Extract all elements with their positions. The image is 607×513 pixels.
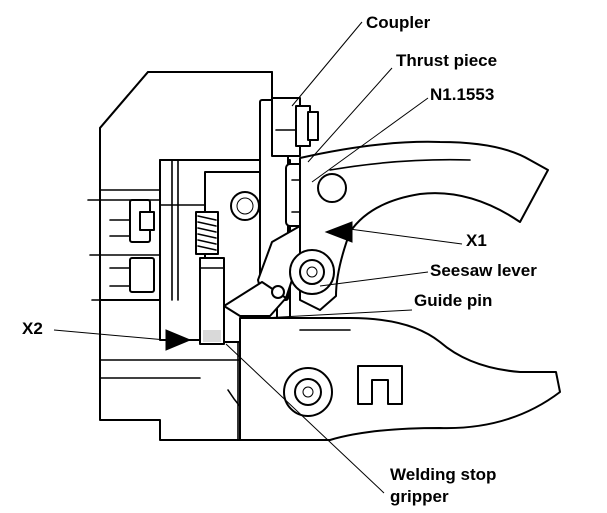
label-welding-stop-gripper-1: Welding stop: [390, 465, 496, 484]
label-part-number: N1.1553: [430, 85, 494, 104]
coupler-part: [271, 97, 319, 157]
spring: [195, 211, 219, 255]
leader-lines: [53, 21, 463, 494]
jaw-lower: [239, 317, 561, 441]
carriage-bolt: [230, 191, 260, 221]
label-x2: X2: [22, 319, 43, 338]
jaw-upper: [289, 140, 549, 311]
label-guide-pin: Guide pin: [414, 291, 492, 310]
callout-labels: Coupler Thrust piece N1.1553 X1 Seesaw l…: [22, 13, 537, 506]
label-welding-stop-gripper-2: gripper: [390, 487, 449, 506]
label-x1: X1: [466, 231, 487, 250]
x1-arrow: [324, 221, 353, 243]
label-seesaw-lever: Seesaw lever: [430, 261, 537, 280]
guide-pin-part: [199, 257, 225, 345]
label-coupler: Coupler: [366, 13, 431, 32]
label-thrust-piece: Thrust piece: [396, 51, 497, 70]
